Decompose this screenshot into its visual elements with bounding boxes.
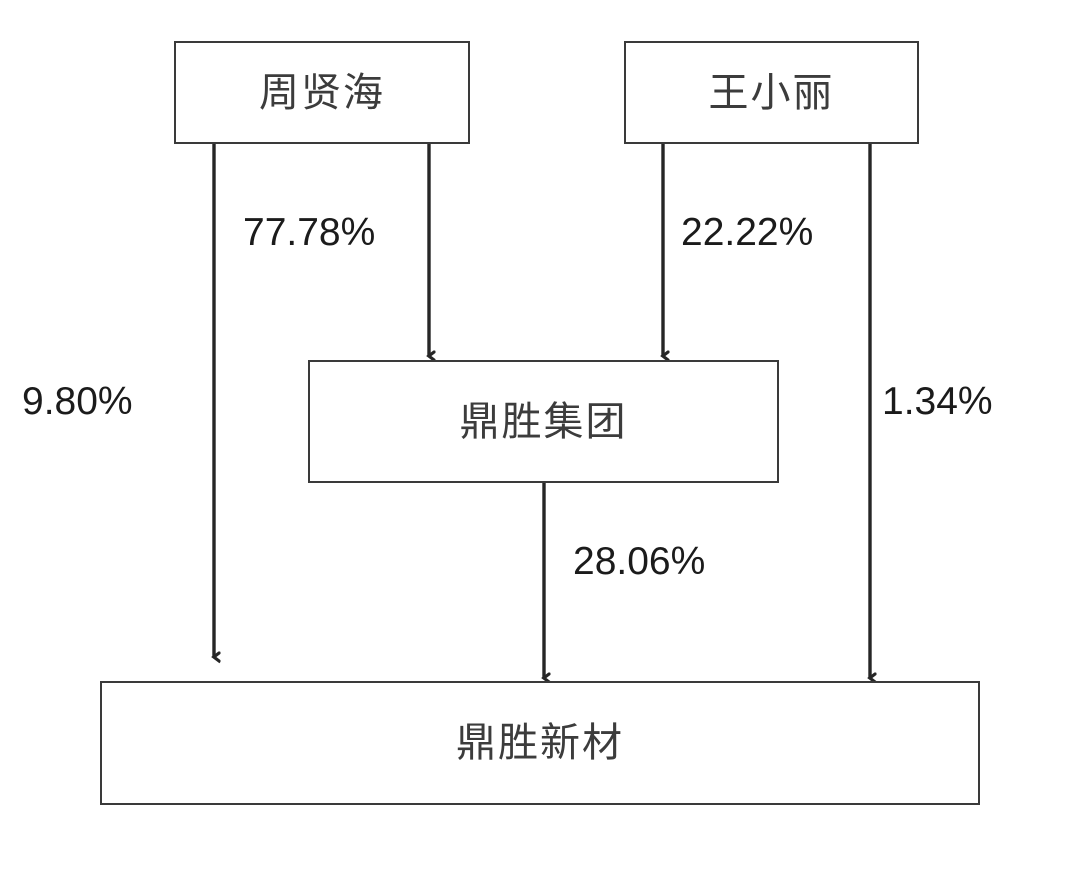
node-label-dingsheng-new-material: 鼎胜新材 [456, 720, 624, 766]
node-dingsheng-new-material[interactable]: 鼎胜新材 [100, 681, 980, 805]
edge-label-zhou-group: 77.78% [243, 211, 376, 254]
edge-label-wang-newmat: 1.34% [882, 380, 993, 423]
node-wang-xiaoli[interactable]: 王小丽 [624, 41, 919, 144]
node-label-wang-xiaoli: 王小丽 [708, 69, 835, 116]
node-zhou-xianhai[interactable]: 周贤海 [174, 41, 470, 144]
edge-label-zhou-newmat: 9.80% [22, 380, 133, 423]
node-label-zhou-xianhai: 周贤海 [259, 69, 385, 116]
edge-label-group-newmat: 28.06% [573, 540, 706, 583]
node-label-dingsheng-group: 鼎胜集团 [459, 398, 628, 445]
edge-label-wang-group: 22.22% [681, 211, 814, 254]
node-dingsheng-group[interactable]: 鼎胜集团 [308, 360, 779, 483]
